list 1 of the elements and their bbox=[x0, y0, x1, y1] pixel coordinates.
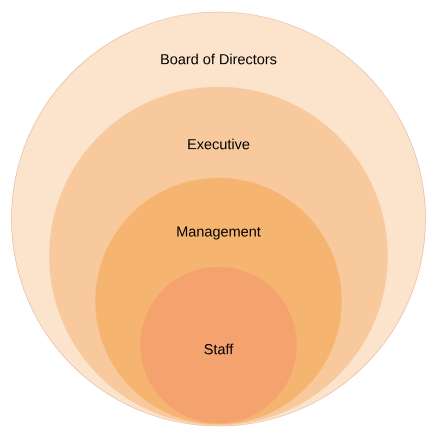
circle-band: Staff bbox=[140, 266, 297, 424]
